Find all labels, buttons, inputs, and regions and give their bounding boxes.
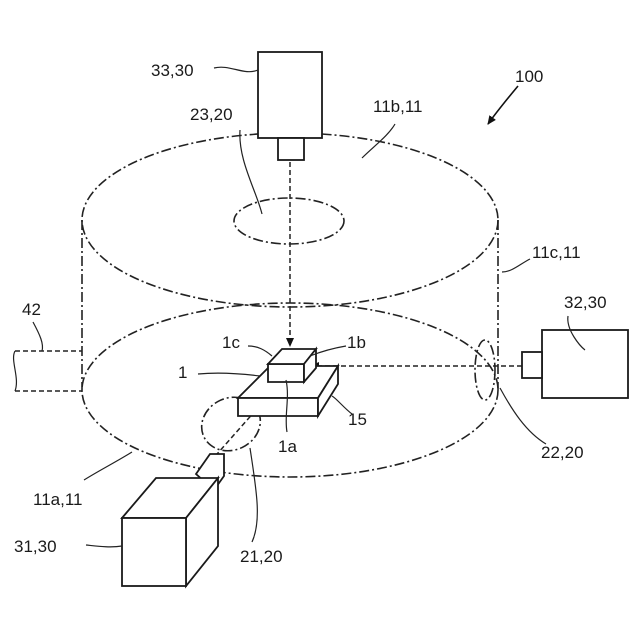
label-system: 100	[515, 67, 543, 86]
label-chamber-wall: 11c,11	[532, 243, 581, 262]
sample-block	[268, 349, 316, 382]
label-window-side: 22,20	[541, 443, 584, 462]
label-chamber-bottom: 11a,11	[33, 490, 82, 509]
camera-top	[258, 52, 322, 160]
top-window-ellipse	[234, 198, 344, 244]
camera-front	[122, 454, 224, 586]
label-camera-front: 31,30	[14, 537, 57, 556]
label-window-front: 21,20	[240, 547, 283, 566]
label-face-front: 1a	[278, 437, 297, 456]
label-pipe: 42	[22, 300, 41, 319]
label-face-top: 1c	[222, 333, 240, 352]
label-chamber-top: 11b,11	[373, 97, 422, 116]
system-arrow	[488, 86, 518, 124]
pipe-42	[14, 351, 82, 391]
camera-side	[522, 330, 628, 398]
label-sample: 1	[178, 363, 187, 382]
label-camera-side: 32,30	[564, 293, 607, 312]
chamber-cylinder	[82, 133, 498, 477]
label-camera-top: 33,30	[151, 61, 194, 80]
label-stage: 15	[348, 410, 367, 429]
label-face-side: 1b	[347, 333, 366, 352]
label-window-top: 23,20	[190, 105, 233, 124]
